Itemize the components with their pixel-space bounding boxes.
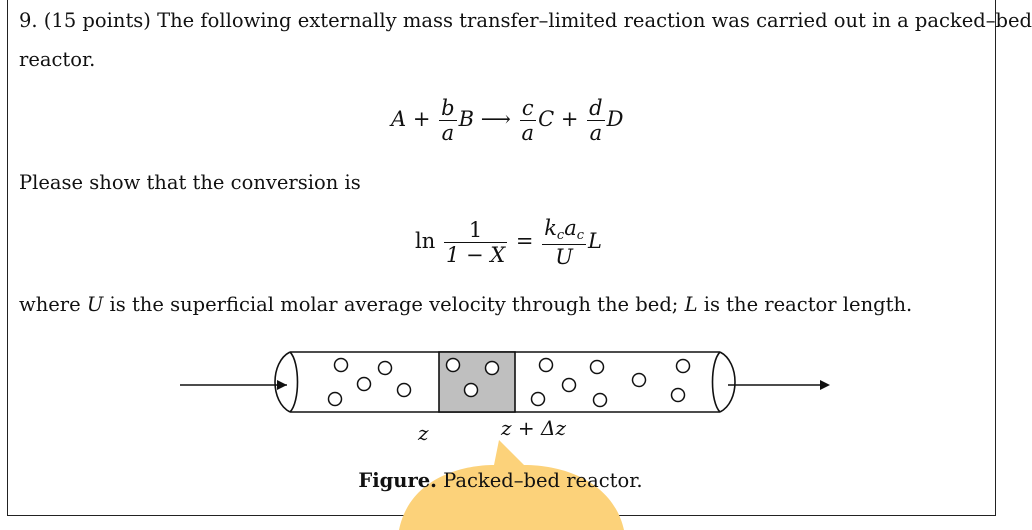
particle: [561, 377, 577, 393]
plus-sign: +: [560, 107, 579, 132]
particle: [327, 391, 343, 407]
particle: [530, 391, 546, 407]
particle: [377, 360, 393, 376]
species-D: D: [606, 107, 624, 132]
caption-label: Figure.: [358, 469, 437, 492]
packing-particles: [327, 357, 691, 408]
particle: [670, 387, 686, 403]
left-cap-inner: [289, 351, 299, 413]
particle: [589, 359, 605, 375]
inlet-arrowhead: [277, 380, 287, 390]
particle: [463, 382, 479, 398]
right-cap-inner: [711, 351, 721, 413]
packed-bed-figure: [180, 351, 830, 413]
reaction-arrow: ⟶: [480, 107, 511, 132]
length-L: L: [588, 229, 602, 254]
problem-intro-line1: 9. (15 points) The following externally …: [19, 9, 1032, 32]
particle: [445, 357, 461, 373]
outlet-arrowhead: [820, 380, 830, 390]
equals-sign: =: [515, 229, 534, 254]
watermark-shape: [399, 440, 624, 530]
ln-operator: ln: [415, 229, 436, 254]
species-A: A: [391, 107, 407, 132]
particle: [631, 372, 647, 388]
particle: [356, 376, 372, 392]
right-cap-outer: [719, 351, 736, 413]
species-C: C: [538, 107, 555, 132]
particle: [538, 357, 554, 373]
where-text: where U is the superficial molar average…: [19, 293, 913, 316]
caption-text: Packed–bed reactor.: [443, 469, 643, 492]
label-z: z: [418, 421, 429, 445]
particle: [396, 382, 412, 398]
figure-caption: Figure. Packed–bed reactor.: [0, 469, 1001, 492]
left-cap-outer: [274, 351, 291, 413]
label-z-plus-dz: z + Δz: [501, 416, 566, 440]
show-text: Please show that the conversion is: [19, 171, 361, 194]
problem-intro-line2: reactor.: [19, 48, 96, 71]
particle: [484, 360, 500, 376]
particle: [675, 358, 691, 374]
species-B: B: [458, 107, 475, 132]
particle: [592, 392, 608, 408]
plus-sign: +: [412, 107, 431, 132]
particle: [333, 357, 349, 373]
